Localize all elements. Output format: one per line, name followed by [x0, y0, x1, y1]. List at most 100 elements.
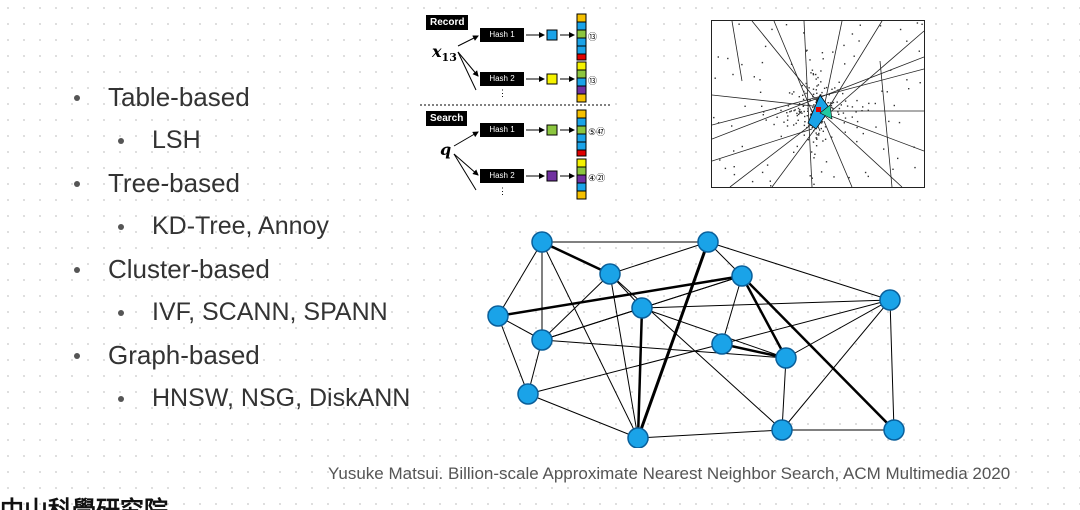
data-point	[773, 123, 775, 126]
data-point	[770, 185, 772, 187]
data-point	[831, 102, 833, 105]
data-point	[803, 32, 805, 34]
proximity-graph-figure	[486, 230, 910, 449]
data-point	[818, 134, 820, 136]
data-point	[848, 176, 850, 179]
data-point	[812, 74, 815, 76]
data-point	[719, 159, 721, 161]
data-point	[771, 28, 773, 31]
data-point	[816, 100, 818, 102]
data-point	[816, 92, 818, 94]
bucket-id-label: ⑬	[588, 32, 598, 42]
graph-node	[627, 427, 649, 449]
data-point	[753, 76, 755, 78]
data-point	[780, 135, 782, 138]
data-point	[883, 148, 885, 150]
data-point	[838, 81, 840, 83]
bullet-dot	[74, 95, 80, 101]
ellipsis: ⋮	[498, 186, 507, 196]
data-point	[713, 116, 715, 119]
data-point	[851, 116, 853, 118]
hash-code-square	[546, 73, 558, 85]
graph-edge	[740, 275, 788, 359]
data-point	[801, 112, 803, 114]
data-point	[892, 168, 894, 170]
bullet-dot	[74, 267, 80, 273]
data-point	[733, 173, 736, 176]
data-point	[886, 91, 888, 93]
data-point	[867, 109, 869, 111]
graph-edge	[721, 342, 787, 360]
data-point	[830, 104, 833, 107]
data-point	[803, 90, 805, 93]
data-point	[806, 85, 808, 87]
data-point	[786, 119, 789, 121]
data-point	[851, 33, 854, 35]
data-point	[775, 108, 777, 110]
data-point	[851, 106, 854, 108]
data-point	[868, 102, 870, 105]
hash-code-square	[546, 29, 558, 41]
data-point	[807, 110, 809, 112]
bucket-column	[576, 13, 587, 61]
data-point	[810, 108, 812, 111]
data-point	[836, 101, 838, 103]
data-point	[809, 59, 811, 61]
sub-bullet-cluster: IVF, SCANN, SPANN	[72, 291, 410, 334]
data-point	[853, 55, 855, 57]
data-point	[815, 137, 817, 139]
bullet-label: Graph-based	[108, 340, 260, 370]
hash-code-square	[546, 170, 558, 182]
data-point	[762, 114, 764, 116]
graph-node	[731, 265, 753, 287]
data-point	[793, 124, 795, 126]
data-point	[815, 101, 817, 103]
data-point	[816, 138, 818, 140]
data-point	[833, 176, 835, 178]
data-point	[899, 28, 902, 31]
data-point	[789, 111, 791, 113]
data-point	[914, 166, 916, 169]
data-point	[856, 120, 859, 123]
data-point	[822, 58, 824, 60]
data-point	[787, 105, 790, 107]
graph-edge	[637, 429, 783, 439]
data-point	[811, 127, 813, 129]
data-point	[761, 61, 764, 64]
data-point	[763, 111, 765, 113]
data-point	[805, 92, 807, 95]
data-point	[798, 110, 800, 112]
data-point	[733, 150, 735, 152]
data-point	[802, 98, 805, 101]
query-cell-neighbor	[819, 104, 833, 120]
data-point	[824, 126, 827, 128]
data-point	[816, 99, 818, 101]
data-point	[844, 63, 846, 65]
data-point	[893, 104, 895, 107]
data-point	[856, 140, 858, 143]
bullet-dot	[118, 310, 124, 316]
graph-node	[487, 305, 509, 327]
data-point	[738, 23, 740, 25]
graph-node	[711, 333, 733, 355]
graph-edge	[785, 299, 891, 359]
data-point	[798, 103, 801, 105]
data-point	[815, 73, 817, 76]
graph-edge	[721, 275, 743, 345]
data-point	[823, 87, 826, 89]
bullet-label: Cluster-based	[108, 254, 270, 284]
sub-bullet-graph: HNSW, NSG, DiskANN	[72, 377, 410, 420]
data-point	[815, 89, 817, 91]
graph-node	[775, 347, 797, 369]
data-point	[881, 90, 883, 92]
data-point	[786, 112, 788, 114]
data-point	[788, 92, 791, 94]
graph-node	[517, 383, 539, 405]
data-point	[820, 94, 822, 96]
data-point	[764, 45, 767, 48]
data-point	[803, 124, 806, 127]
data-point	[769, 180, 771, 182]
data-point	[858, 40, 860, 42]
bullet-graph-based: Graph-based	[72, 334, 410, 377]
graph-edge	[721, 299, 891, 345]
